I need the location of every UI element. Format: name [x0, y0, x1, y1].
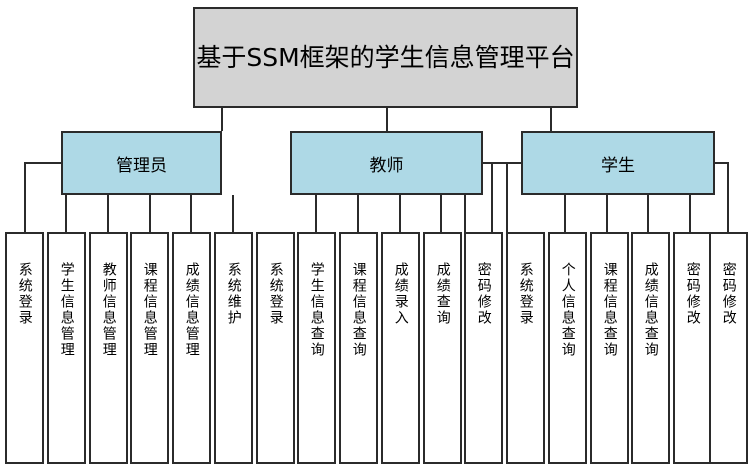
leaf-node-teacher-1: 学生信息查询 [297, 232, 336, 464]
link-admin-c0 [24, 162, 61, 232]
group-node-student: 学生 [521, 131, 715, 195]
leaf-node-admin-5: 系统维护 [214, 232, 253, 464]
leaf-node-teacher-2: 课程信息查询 [339, 232, 378, 464]
leaf-node-admin-2: 教师信息管理 [89, 232, 128, 464]
leaf-label-admin-0: 系统登录 [16, 262, 33, 326]
leaf-node-student-0: 系统登录 [506, 232, 545, 464]
leaf-label-admin-5: 系统维护 [225, 262, 242, 326]
leaf-label-admin-2: 教师信息管理 [100, 262, 117, 358]
leaf-node-student-2: 课程信息查询 [590, 232, 629, 464]
leaf-label-teacher-0: 系统登录 [267, 262, 284, 326]
leaf-label-admin-3: 课程信息管理 [141, 262, 158, 358]
leaf-node-teacher-3: 成绩录入 [381, 232, 420, 464]
leaf-node-student-4: 密码修改 [673, 232, 712, 464]
leaf-label-teacher-1: 学生信息查询 [308, 262, 325, 358]
leaf-node-student-3: 成绩信息查询 [631, 232, 670, 464]
group-node-label-student: 学生 [601, 155, 635, 176]
link-student-c0 [491, 162, 521, 232]
leaf-label-student-5: 密码修改 [720, 262, 737, 326]
group-node-teacher: 教师 [290, 131, 483, 195]
link-teacher-c5 [483, 162, 508, 232]
leaf-label-student-0: 系统登录 [517, 262, 534, 326]
leaf-label-student-1: 个人信息查询 [559, 262, 576, 358]
group-node-label-admin: 管理员 [116, 155, 167, 176]
leaf-node-admin-4: 成绩信息管理 [172, 232, 211, 464]
link-student-c5 [715, 162, 729, 232]
leaf-node-admin-0: 系统登录 [5, 232, 44, 464]
leaf-label-teacher-2: 课程信息查询 [350, 262, 367, 358]
root-node-platform: 基于SSM框架的学生信息管理平台 [193, 7, 578, 108]
leaf-label-student-3: 成绩信息查询 [642, 262, 659, 358]
leaf-label-admin-4: 成绩信息管理 [183, 262, 200, 358]
leaf-label-student-4: 密码修改 [684, 262, 701, 326]
root-node-label: 基于SSM框架的学生信息管理平台 [196, 42, 575, 72]
leaf-node-student-1: 个人信息查询 [548, 232, 587, 464]
leaf-label-admin-1: 学生信息管理 [58, 262, 75, 358]
leaf-label-student-2: 课程信息查询 [601, 262, 618, 358]
leaf-node-teacher-4: 成绩查询 [423, 232, 462, 464]
leaf-label-teacher-4: 成绩查询 [434, 262, 451, 326]
leaf-node-admin-3: 课程信息管理 [130, 232, 169, 464]
group-node-admin: 管理员 [61, 131, 222, 195]
leaf-node-teacher-5: 密码修改 [464, 232, 503, 464]
group-node-label-teacher: 教师 [369, 155, 404, 176]
leaf-node-student-5: 密码修改 [709, 232, 748, 464]
leaf-node-admin-1: 学生信息管理 [47, 232, 86, 464]
leaf-label-teacher-5: 密码修改 [475, 262, 492, 326]
leaf-label-teacher-3: 成绩录入 [392, 262, 409, 326]
leaf-node-teacher-0: 系统登录 [256, 232, 295, 464]
